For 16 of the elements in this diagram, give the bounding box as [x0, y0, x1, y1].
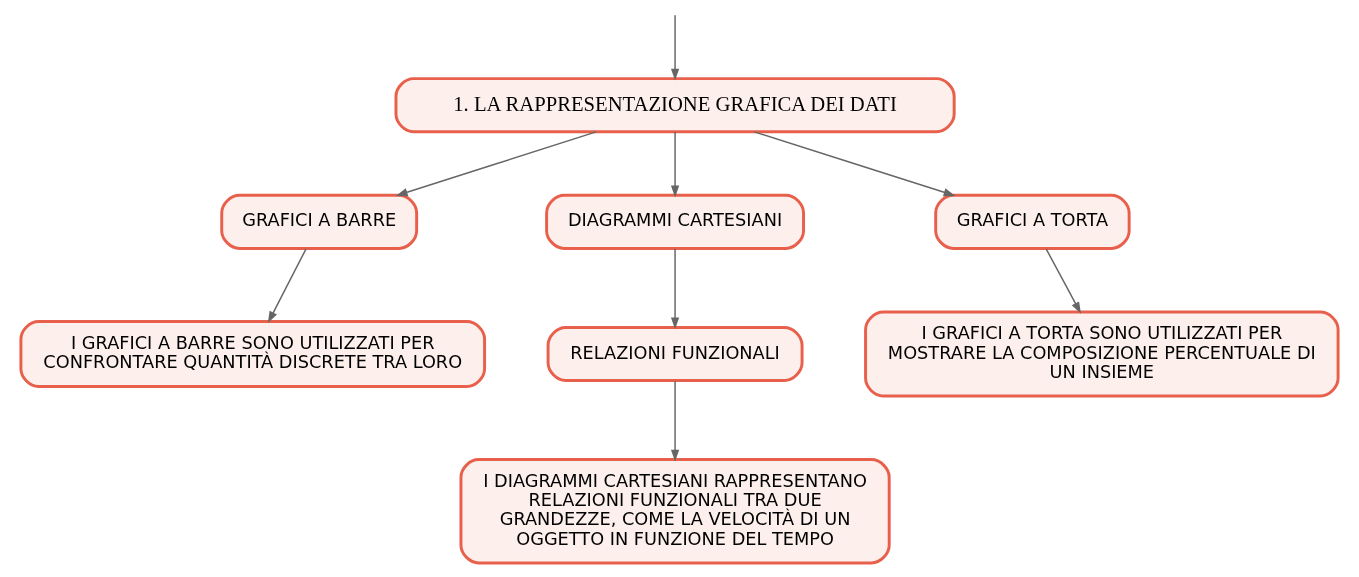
- arrow: [670, 131, 680, 198]
- arrow: [670, 14, 680, 81]
- arrow: [753, 131, 956, 197]
- node-box: I DIAGRAMMI CARTESIANI RAPPRESENTANO RELAZIONI FUNZIONALI TRA DUE GRANDEZZE, COME LA VELOCITÀ DI UN OGGETTO IN FUNZIONE DEL TEMPO: [459, 458, 891, 565]
- arrow: [1045, 248, 1081, 314]
- node-box: I GRAFICI A BARRE SONO UTILIZZATI PER CONFRONTARE QUANTITÀ DISCRETE TRA LORO: [19, 320, 487, 388]
- node-box: I GRAFICI A TORTA SONO UTILIZZATI PER MOSTRARE LA COMPOSIZIONE PERCENTUALE DI UN INSIEME: [864, 310, 1340, 398]
- node-box: 1. LA RAPPRESENTAZIONE GRAFICA DEI DATI: [394, 77, 956, 134]
- arrow: [670, 380, 680, 462]
- node-box: RELAZIONI FUNZIONALI: [546, 325, 804, 383]
- arrow: [395, 131, 597, 197]
- node-box: GRAFICI A BARRE: [220, 193, 419, 250]
- node-box: GRAFICI A TORTA: [934, 193, 1131, 250]
- arrow: [267, 248, 307, 324]
- arrow: [670, 248, 680, 330]
- node-box: DIAGRAMMI CARTESIANI: [545, 193, 805, 250]
